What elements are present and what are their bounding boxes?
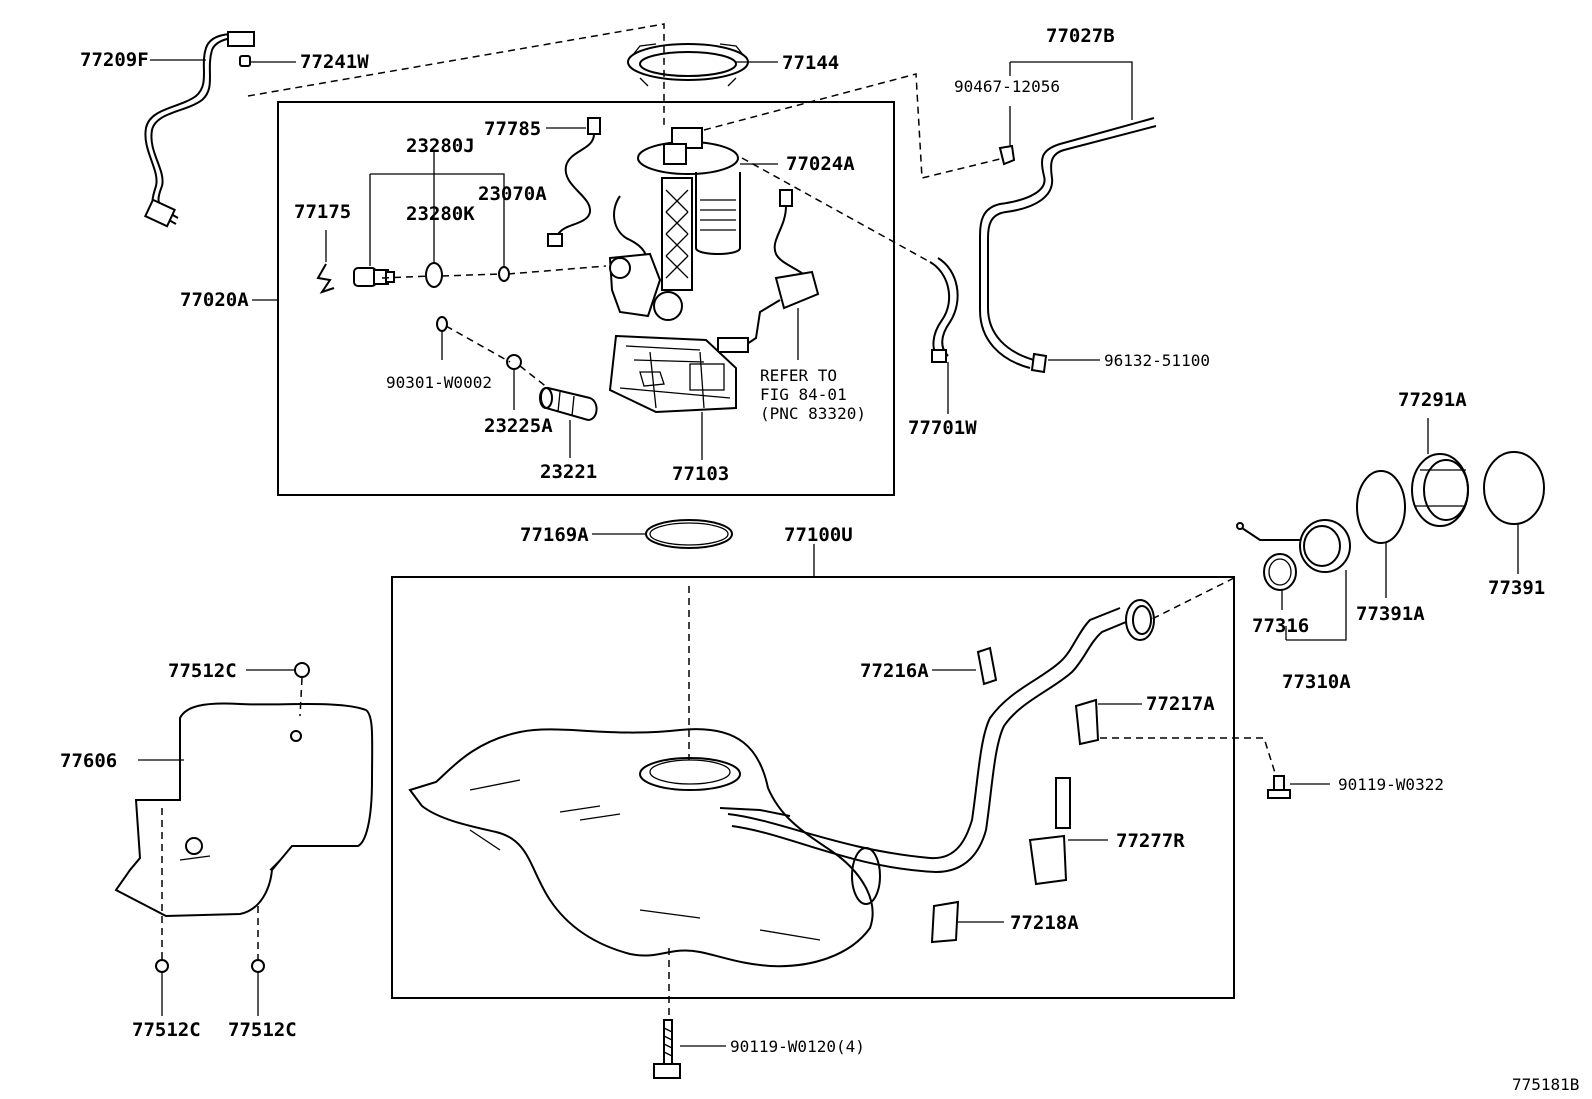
clip-77241W[interactable] (239, 55, 251, 67)
label-77103: 77103 (672, 463, 729, 485)
label-77391A: 77391A (1356, 603, 1425, 625)
refer-note-line2: FIG 84-01 (760, 385, 847, 404)
fuel-lid-77391[interactable] (1483, 451, 1545, 525)
fuel-tank-box (391, 576, 1235, 999)
label-77218A: 77218A (1010, 912, 1079, 934)
fuel-tank-band-77277R[interactable] (1028, 777, 1071, 886)
label-90119-W0322: 90119-W0322 (1338, 775, 1444, 794)
label-77027B: 77027B (1046, 25, 1115, 47)
clamp-90467-12056[interactable] (998, 144, 1016, 166)
retainer-ring-77144[interactable] (627, 43, 749, 87)
bolt-90119-W0322[interactable] (1267, 775, 1291, 799)
vent-hose-77209F[interactable] (143, 31, 255, 228)
fuel-pump-23221[interactable] (539, 386, 598, 422)
gasket-77391A[interactable] (1356, 470, 1406, 544)
label-77020A: 77020A (180, 289, 249, 311)
label-77785: 77785 (484, 118, 541, 140)
label-23221: 23221 (540, 461, 597, 483)
label-77209F: 77209F (80, 49, 149, 71)
label-77701W: 77701W (908, 417, 977, 439)
clip-77175[interactable] (316, 263, 335, 294)
bracket-77216A[interactable] (976, 646, 998, 686)
label-77217A: 77217A (1146, 693, 1215, 715)
fuel-pump-module-77024A[interactable] (608, 127, 741, 321)
protector-77606[interactable] (114, 702, 374, 918)
tube-77701W[interactable] (929, 257, 959, 363)
sub-tank-77103[interactable] (608, 334, 737, 414)
refer-note-line1: REFER TO (760, 366, 837, 385)
clip-77512C-top[interactable] (294, 662, 310, 678)
bracket-77218A[interactable] (930, 900, 960, 944)
label-90119-W0120: 90119-W0120(4) (730, 1037, 865, 1056)
label-90301-W0002: 90301-W0002 (386, 373, 492, 392)
refer-note-line3: (PNC 83320) (760, 404, 866, 423)
o-ring-90301-W0002[interactable] (436, 316, 448, 332)
label-77277R: 77277R (1116, 830, 1185, 852)
filler-pipe[interactable] (719, 599, 1155, 874)
label-77175: 77175 (294, 201, 351, 223)
clip-77512C-left[interactable] (155, 959, 169, 973)
label-96132-51100: 96132-51100 (1104, 351, 1210, 370)
fuel-sender-gauge[interactable] (717, 189, 820, 353)
label-23070A: 23070A (478, 183, 547, 205)
o-ring-23070A[interactable] (498, 266, 510, 282)
label-77100U: 77100U (784, 524, 853, 546)
label-77024A: 77024A (786, 153, 855, 175)
pump-assembly-box (277, 101, 895, 496)
label-90467-12056: 90467-12056 (954, 77, 1060, 96)
label-23225A: 23225A (484, 415, 553, 437)
label-77316: 77316 (1252, 615, 1309, 637)
label-77606: 77606 (60, 750, 117, 772)
label-77391: 77391 (1488, 577, 1545, 599)
label-77291A: 77291A (1398, 389, 1467, 411)
bolt-90119-W0120[interactable] (653, 1019, 681, 1079)
fuel-cap-77310A[interactable] (1236, 519, 1351, 573)
label-23280J: 23280J (406, 135, 475, 157)
label-77144: 77144 (782, 52, 839, 74)
label-77216A: 77216A (860, 660, 929, 682)
cushion-23225A[interactable] (506, 354, 522, 370)
gasket-77169A[interactable] (645, 519, 733, 549)
label-77241W: 77241W (300, 51, 369, 73)
label-77169A: 77169A (520, 524, 589, 546)
clip-77512C-right[interactable] (251, 959, 265, 973)
label-77512C-top: 77512C (168, 660, 237, 682)
wire-harness-77785[interactable] (547, 117, 601, 247)
label-77512C-left: 77512C (132, 1019, 201, 1041)
fuel-tank-77100U[interactable] (408, 728, 881, 968)
bracket-77217A[interactable] (1074, 698, 1100, 746)
clamp-96132-51100[interactable] (1030, 352, 1048, 374)
o-ring-23280K[interactable] (425, 262, 443, 288)
fuel-inlet-box-77291A[interactable] (1411, 453, 1469, 527)
label-23280K: 23280K (406, 203, 475, 225)
vent-tube-77027B[interactable] (979, 117, 1157, 369)
diagram-id: 775181B (1512, 1075, 1579, 1094)
label-77512C-right: 77512C (228, 1019, 297, 1041)
label-77310A: 77310A (1282, 671, 1351, 693)
gasket-77316[interactable] (1263, 553, 1297, 591)
